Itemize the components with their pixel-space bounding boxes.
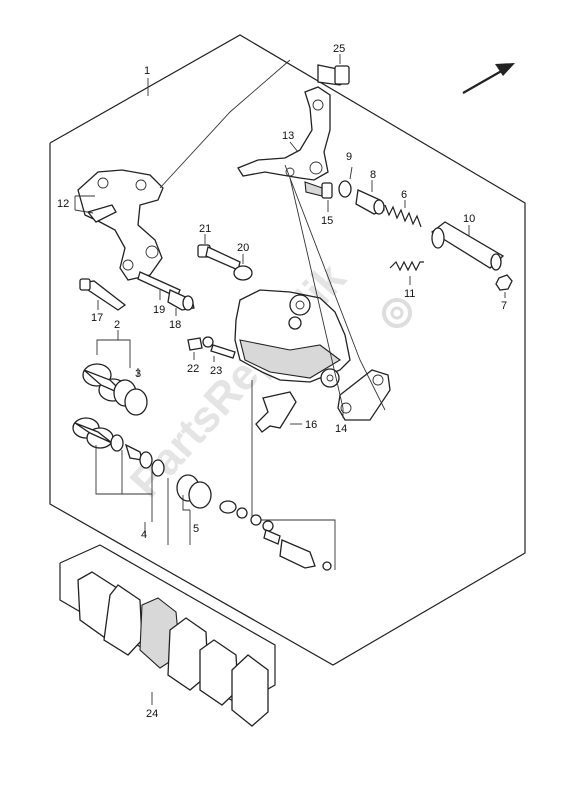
sleeve-18 — [167, 289, 195, 311]
lever-arm — [237, 86, 331, 181]
pad-set-outline — [59, 544, 276, 706]
callout-21: 21 — [199, 223, 211, 235]
front-arrow-icon — [462, 63, 515, 94]
callout-3: 3 — [135, 368, 141, 380]
callout-20: 20 — [237, 242, 249, 254]
callout-15: 15 — [321, 215, 333, 227]
callout-23: 23 — [210, 365, 222, 377]
pin-10 — [430, 221, 505, 271]
callout-9: 9 — [346, 151, 352, 163]
sleeve-8 — [355, 189, 385, 215]
callout-17: 17 — [91, 312, 103, 324]
callout-6: 6 — [401, 189, 407, 201]
caliper-bracket — [77, 169, 164, 281]
callout-25: 25 — [333, 43, 345, 55]
callout-5: 5 — [193, 523, 199, 535]
nut-20 — [233, 265, 253, 281]
bolt-25 — [317, 64, 350, 86]
callout-13: 13 — [282, 130, 294, 142]
plate-14 — [337, 369, 391, 421]
callout-11: 11 — [404, 288, 415, 300]
seal-ring-3 — [113, 379, 148, 416]
spring-6 — [384, 204, 422, 228]
bleeder-screw — [187, 336, 236, 359]
spring-11 — [389, 260, 424, 272]
callout-18: 18 — [169, 319, 181, 331]
brake-pad-6 — [231, 654, 269, 727]
assembly-outline — [49, 34, 526, 666]
small-parts-row — [219, 500, 332, 571]
nut-7 — [495, 274, 513, 291]
brake-pad-2 — [103, 584, 143, 656]
callout-12: 12 — [57, 198, 69, 210]
callout-22: 22 — [187, 363, 199, 375]
callout-4: 4 — [141, 529, 147, 541]
callout-10: 10 — [463, 213, 475, 225]
bolt-21 — [197, 244, 241, 271]
callout-14: 14 — [335, 423, 347, 435]
callout-1: 1 — [144, 65, 150, 77]
seal-ring-5 — [176, 474, 212, 509]
callout-24: 24 — [146, 708, 158, 720]
pin-17 — [79, 278, 127, 311]
gear-logo-icon — [382, 298, 412, 328]
callout-16: 16 — [305, 419, 317, 431]
callout-2: 2 — [114, 319, 120, 331]
callout-19: 19 — [153, 304, 165, 316]
callout-8: 8 — [370, 169, 376, 181]
piston-seals — [110, 434, 165, 477]
piston-lower — [72, 417, 114, 449]
bolt-15 — [304, 181, 333, 199]
callout-7: 7 — [501, 300, 507, 312]
spring-clip-16 — [255, 391, 297, 433]
o-ring-9 — [338, 180, 352, 198]
